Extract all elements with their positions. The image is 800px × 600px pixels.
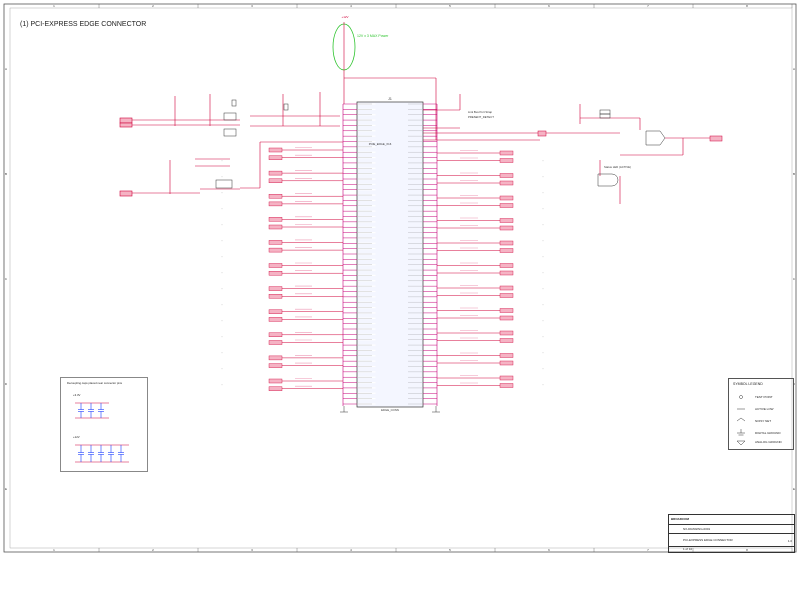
connector-part: PCIE_EDGE_X16	[369, 142, 392, 146]
legend-item-2: ACTIVE LOW	[755, 407, 774, 411]
col-marker: 6	[548, 4, 550, 8]
col-marker: 7	[647, 4, 649, 8]
right-note-2: PRESENT_DETECT	[468, 115, 494, 119]
row-marker: B	[793, 172, 795, 176]
right-top-wiring	[423, 94, 710, 204]
row-marker: D	[793, 382, 796, 386]
decoupling-box: Decoupling caps placed near connector pi…	[60, 377, 148, 472]
tb-doc-no: NX-DRAWING-0001	[683, 527, 711, 531]
col-marker: 4	[350, 4, 352, 8]
decap-drawing	[75, 402, 129, 463]
net-tags	[221, 147, 544, 391]
connector-footer: EDGE_CONN	[381, 408, 399, 412]
legend-item-5: ANALOG GROUND	[755, 440, 782, 444]
legend-symbols	[736, 395, 746, 446]
sheet-border	[3, 3, 797, 553]
decap-rail-2: +12V	[73, 435, 80, 439]
row-marker: C	[5, 277, 8, 281]
legend-title: SYMBOL LEGEND	[733, 382, 763, 386]
row-marker: C	[793, 277, 796, 281]
row-marker: B	[5, 172, 7, 176]
row-marker: A	[793, 67, 795, 71]
decap-title: Decoupling caps placed near connector pi…	[67, 381, 123, 385]
col-marker: 4	[350, 548, 352, 552]
col-marker: 3	[251, 548, 253, 552]
right-top-parts	[537, 109, 723, 187]
tb-sheet: 1 of 10	[683, 547, 693, 551]
sheet-title: (1) PCI-EXPRESS EDGE CONNECTOR	[20, 21, 147, 28]
col-marker: 1	[53, 548, 55, 552]
col-marker: 1	[53, 4, 55, 8]
col-marker: 2	[152, 548, 154, 552]
left-inputs	[119, 92, 343, 197]
decap-rail-1: +3.3V	[73, 393, 81, 397]
col-marker: 5	[449, 548, 451, 552]
row-marker: D	[5, 382, 8, 386]
svg-text:+12V: +12V	[341, 15, 348, 19]
row-marker: E	[793, 487, 795, 491]
tb-title: PCI-EXPRESS EDGE CONNECTOR	[683, 538, 733, 542]
legend-item-4: DIGITAL GROUND	[755, 431, 781, 435]
left-parts	[215, 99, 289, 189]
col-marker: 7	[647, 548, 649, 552]
col-marker: 3	[251, 4, 253, 8]
connector-refdes: J1	[388, 97, 392, 101]
tb-company: BROADCOM	[671, 517, 689, 521]
symbol-legend: SYMBOL LEGEND TEST POINT ACTIVE LOW NOIS…	[728, 378, 794, 450]
row-marker: E	[5, 487, 7, 491]
power-note: 12V x 3 MAX Power	[357, 34, 389, 38]
col-marker: 8	[746, 548, 748, 552]
title-block: BROADCOM NX-DRAWING-0001 PCI-EXPRESS EDG…	[668, 514, 795, 553]
sheet-inner-border	[9, 7, 793, 549]
tb-rev: 1.0	[787, 539, 792, 543]
col-marker: 8	[746, 4, 748, 8]
row-marker: A	[5, 67, 7, 71]
led-note: Status LED (ACTIVE)	[604, 165, 631, 169]
col-marker: 2	[152, 4, 154, 8]
legend-item-1: TEST POINT	[755, 395, 773, 399]
legend-item-3: NOISY NET	[755, 419, 772, 423]
col-marker: 5	[449, 4, 451, 8]
col-marker: 6	[548, 548, 550, 552]
right-note-1: Link Bus Port Strap	[468, 110, 493, 114]
